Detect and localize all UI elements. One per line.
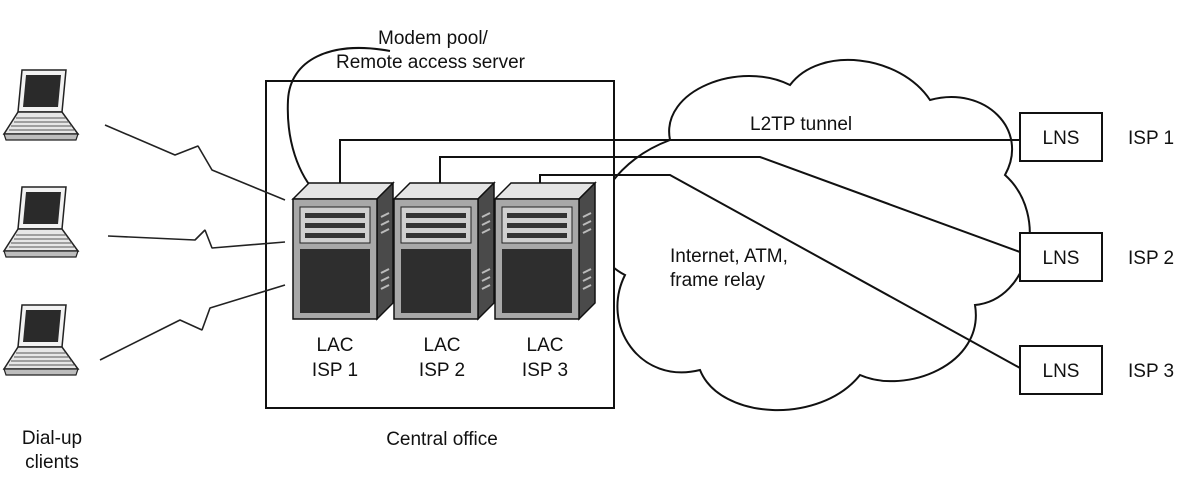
isp-2-label: ISP 2 [1128, 248, 1174, 269]
lac-1-label-line1: LAC [317, 335, 354, 356]
dialup-link-2 [107, 229, 286, 249]
tunnel-line-isp3 [539, 174, 1021, 369]
dialup-client-3 [3, 304, 79, 376]
laptop-icon [3, 304, 79, 376]
dialup-link-3 [99, 284, 286, 361]
lac-server-3 [494, 182, 596, 320]
lns-3-label: LNS [1043, 361, 1080, 382]
lns-box-2 [1019, 232, 1103, 282]
tunnel-line-isp1 [339, 139, 1020, 185]
server-icon [393, 182, 495, 320]
tunnel-line-isp2 [439, 156, 1021, 253]
dialup-client-1 [3, 69, 79, 141]
cloud-label-line1: Internet, ATM, [670, 246, 788, 267]
lac-3-label-line1: LAC [527, 335, 564, 356]
lns-1-label: LNS [1043, 128, 1080, 149]
dialup-label-line2: clients [25, 452, 79, 473]
modem-pool-callout [286, 47, 391, 196]
dialup-link-1 [104, 124, 286, 201]
cloud-label-line2: frame relay [670, 270, 766, 291]
lns-box-1 [1019, 112, 1103, 162]
l2tp-tunnel-label: L2TP tunnel [750, 114, 852, 135]
dialup-client-2 [3, 186, 79, 258]
lac-server-2 [393, 182, 495, 320]
lns-box-3 [1019, 345, 1103, 395]
dialup-label-line1: Dial-up [22, 428, 82, 449]
modem-pool-label-line1: Modem pool/ [378, 28, 489, 49]
central-office-label: Central office [386, 429, 498, 450]
laptop-icon [3, 186, 79, 258]
network-cloud [595, 58, 1031, 412]
server-icon [292, 182, 394, 320]
lns-2-label: LNS [1043, 248, 1080, 269]
modem-pool-label-line2: Remote access server [336, 52, 526, 73]
lac-3-label-line2: ISP 3 [522, 360, 568, 381]
lac-2-label-line2: ISP 2 [419, 360, 465, 381]
isp-3-label: ISP 3 [1128, 361, 1174, 382]
lac-1-label-line2: ISP 1 [312, 360, 358, 381]
lac-2-label-line1: LAC [424, 335, 461, 356]
laptop-icon [3, 69, 79, 141]
lac-server-1 [292, 182, 394, 320]
isp-1-label: ISP 1 [1128, 128, 1174, 149]
server-icon [494, 182, 596, 320]
